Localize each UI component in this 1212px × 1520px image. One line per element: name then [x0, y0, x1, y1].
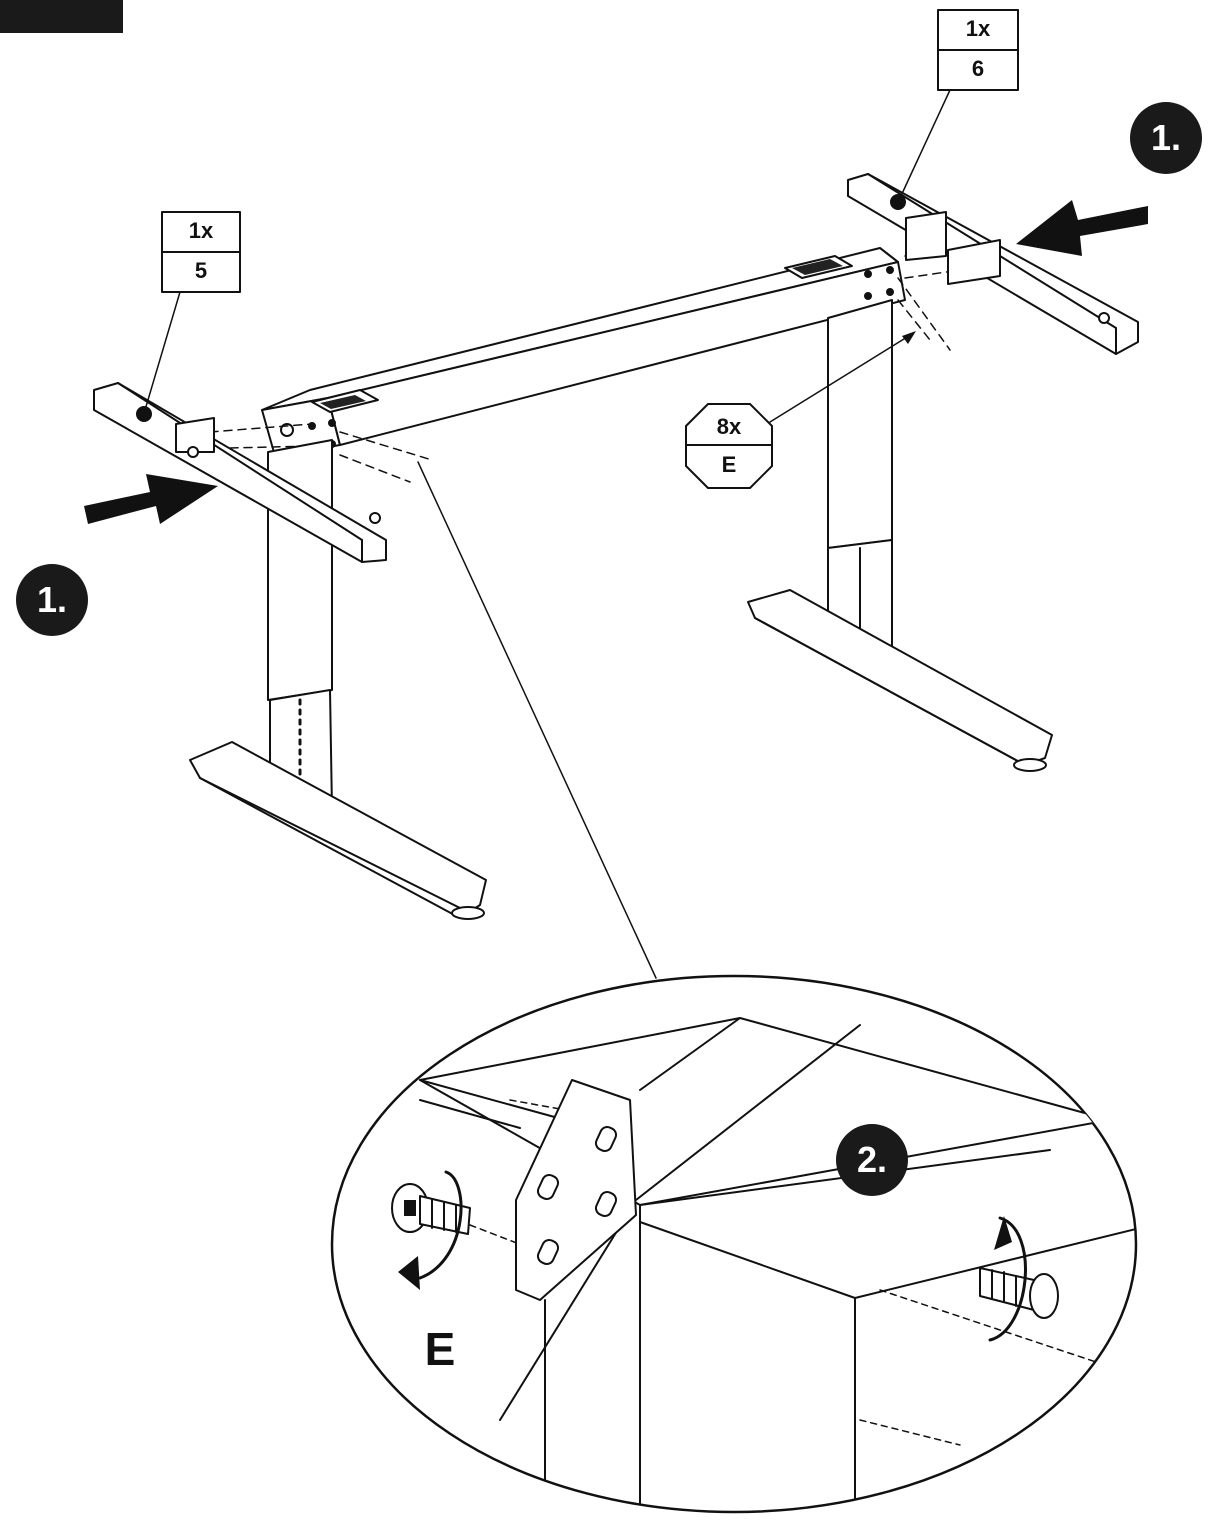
callout-screw-part: E — [721, 452, 737, 477]
corner-tab — [0, 0, 123, 33]
callout-part5-number: 5 — [194, 258, 208, 283]
step-badge-detail — [836, 1124, 908, 1196]
callout-part6-qty: 1x — [965, 16, 991, 41]
callout-part5-qty: 1x — [188, 218, 214, 243]
callout-part6-number: 6 — [971, 56, 985, 81]
detail-screw-label: E — [424, 1323, 456, 1375]
crossbar — [261, 247, 906, 457]
step-badge-left — [16, 564, 88, 636]
step-label-left: 1. — [36, 579, 68, 620]
callout-screw-qty: 8x — [716, 414, 742, 439]
arrow-left-icon — [84, 474, 218, 524]
crossbar-handle-right — [784, 255, 853, 279]
leader-detail — [417, 461, 657, 979]
callout-box-part6 — [937, 9, 1019, 91]
detail-screw-left — [391, 1183, 471, 1235]
detail-view — [330, 974, 1138, 1514]
step-badge-right — [1130, 102, 1202, 174]
callout-box-part5 — [161, 211, 241, 293]
leader-screw — [769, 333, 913, 423]
right-leg — [747, 299, 1053, 772]
callout-octagon-screw — [685, 403, 773, 489]
leader-part5 — [144, 291, 181, 411]
step-label-detail: 2. — [856, 1139, 888, 1180]
crossbar-handle-left — [311, 389, 379, 413]
left-side-bracket — [93, 382, 387, 563]
arrow-right-icon — [1016, 200, 1148, 256]
right-side-bracket — [847, 173, 1139, 355]
rotate-arrow-right-icon — [988, 1216, 1027, 1342]
leader-part6 — [899, 89, 951, 199]
rotate-arrow-left-icon — [418, 1170, 463, 1280]
leader-screw-arrowhead — [902, 331, 916, 344]
step-label-right: 1. — [1150, 117, 1182, 158]
